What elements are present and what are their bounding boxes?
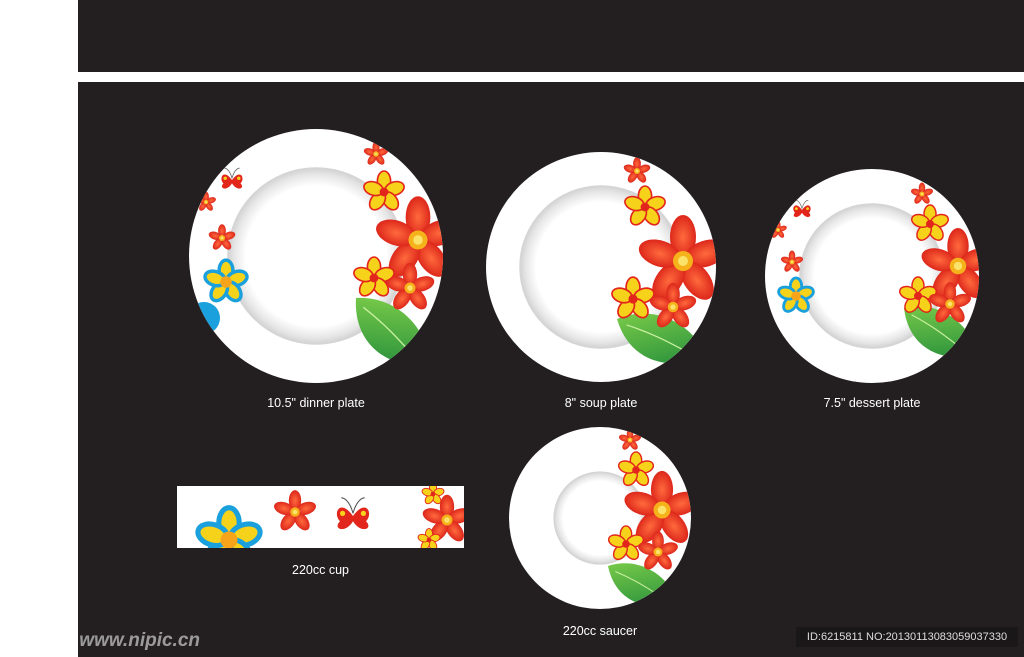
dinner-plate-label: 10.5" dinner plate (267, 396, 365, 410)
cup-print (177, 486, 464, 548)
saucer (508, 426, 692, 610)
soup-plate (485, 151, 717, 383)
dinner-plate (188, 128, 444, 384)
dessert-plate-label: 7.5" dessert plate (823, 396, 921, 410)
soup-plate-label: 8" soup plate (564, 396, 638, 410)
cup-label: 220cc cup (292, 563, 349, 577)
watermark-site-url: www.nipic.cn (79, 630, 200, 651)
watermark-id: ID:6215811 NO:20130113083059037330 (796, 627, 1018, 647)
saucer-label: 220cc saucer (562, 624, 638, 638)
watermark-site: 昵享网 www.nipic.cn (14, 625, 200, 652)
watermark-site-cn: 昵享网 (14, 630, 75, 651)
dessert-plate (764, 168, 980, 384)
top-dark-band (78, 0, 1024, 72)
